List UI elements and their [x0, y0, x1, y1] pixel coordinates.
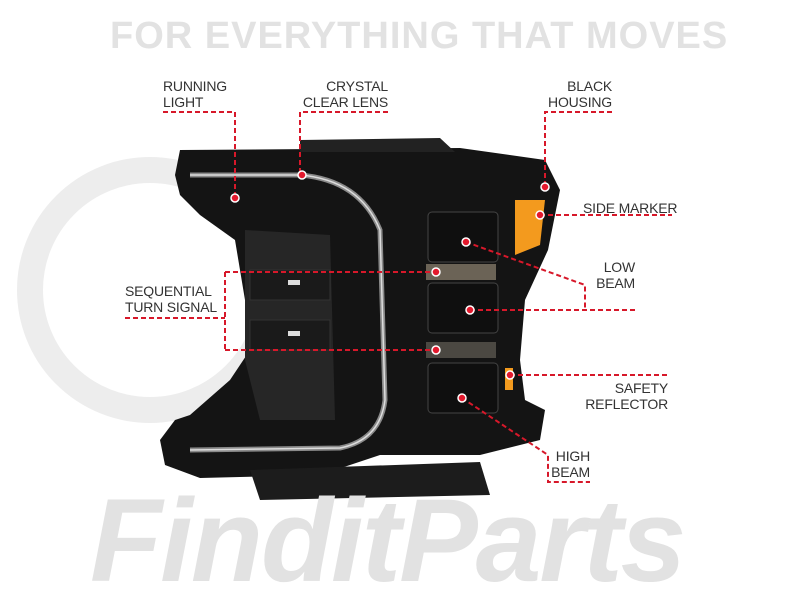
watermark-brand: FinditParts	[90, 475, 686, 607]
label-line: HIGH	[555, 448, 590, 464]
label-line: SAFETY	[614, 380, 668, 396]
callout-running-light: RUNNING LIGHT	[163, 78, 227, 110]
headlight-assembly	[160, 138, 560, 500]
label-line: RUNNING	[163, 78, 227, 94]
label-line: BEAM	[596, 275, 635, 291]
label-line: SEQUENTIAL	[125, 283, 212, 299]
callout-side-marker: SIDE MARKER	[583, 200, 677, 216]
label-line: TURN SIGNAL	[125, 299, 217, 315]
label-line: LOW	[603, 259, 635, 275]
label-line: BEAM	[551, 464, 590, 480]
callout-black-housing: BLACK HOUSING	[530, 78, 612, 110]
label-line: HOUSING	[548, 94, 612, 110]
callout-crystal-clear-lens: CRYSTAL CLEAR LENS	[288, 78, 388, 110]
label-line: REFLECTOR	[585, 396, 668, 412]
callout-safety-reflector: SAFETY REFLECTOR	[580, 380, 668, 412]
label-line: BLACK	[567, 78, 612, 94]
label-line: SIDE MARKER	[583, 200, 678, 216]
label-line: CRYSTAL	[326, 78, 388, 94]
callout-low-beam: LOW BEAM	[583, 259, 635, 291]
callout-high-beam: HIGH BEAM	[540, 448, 590, 480]
label-line: CLEAR LENS	[302, 94, 388, 110]
callout-dots	[230, 170, 550, 403]
turn-signal-strip-upper	[426, 264, 496, 280]
turn-signal-strip-lower	[426, 342, 496, 358]
label-line: LIGHT	[163, 94, 204, 110]
watermark-tagline: FOR EVERYTHING THAT MOVES	[110, 15, 729, 57]
callout-sequential-turn-signal: SEQUENTIAL TURN SIGNAL	[125, 283, 217, 315]
callout-lines	[125, 111, 672, 483]
